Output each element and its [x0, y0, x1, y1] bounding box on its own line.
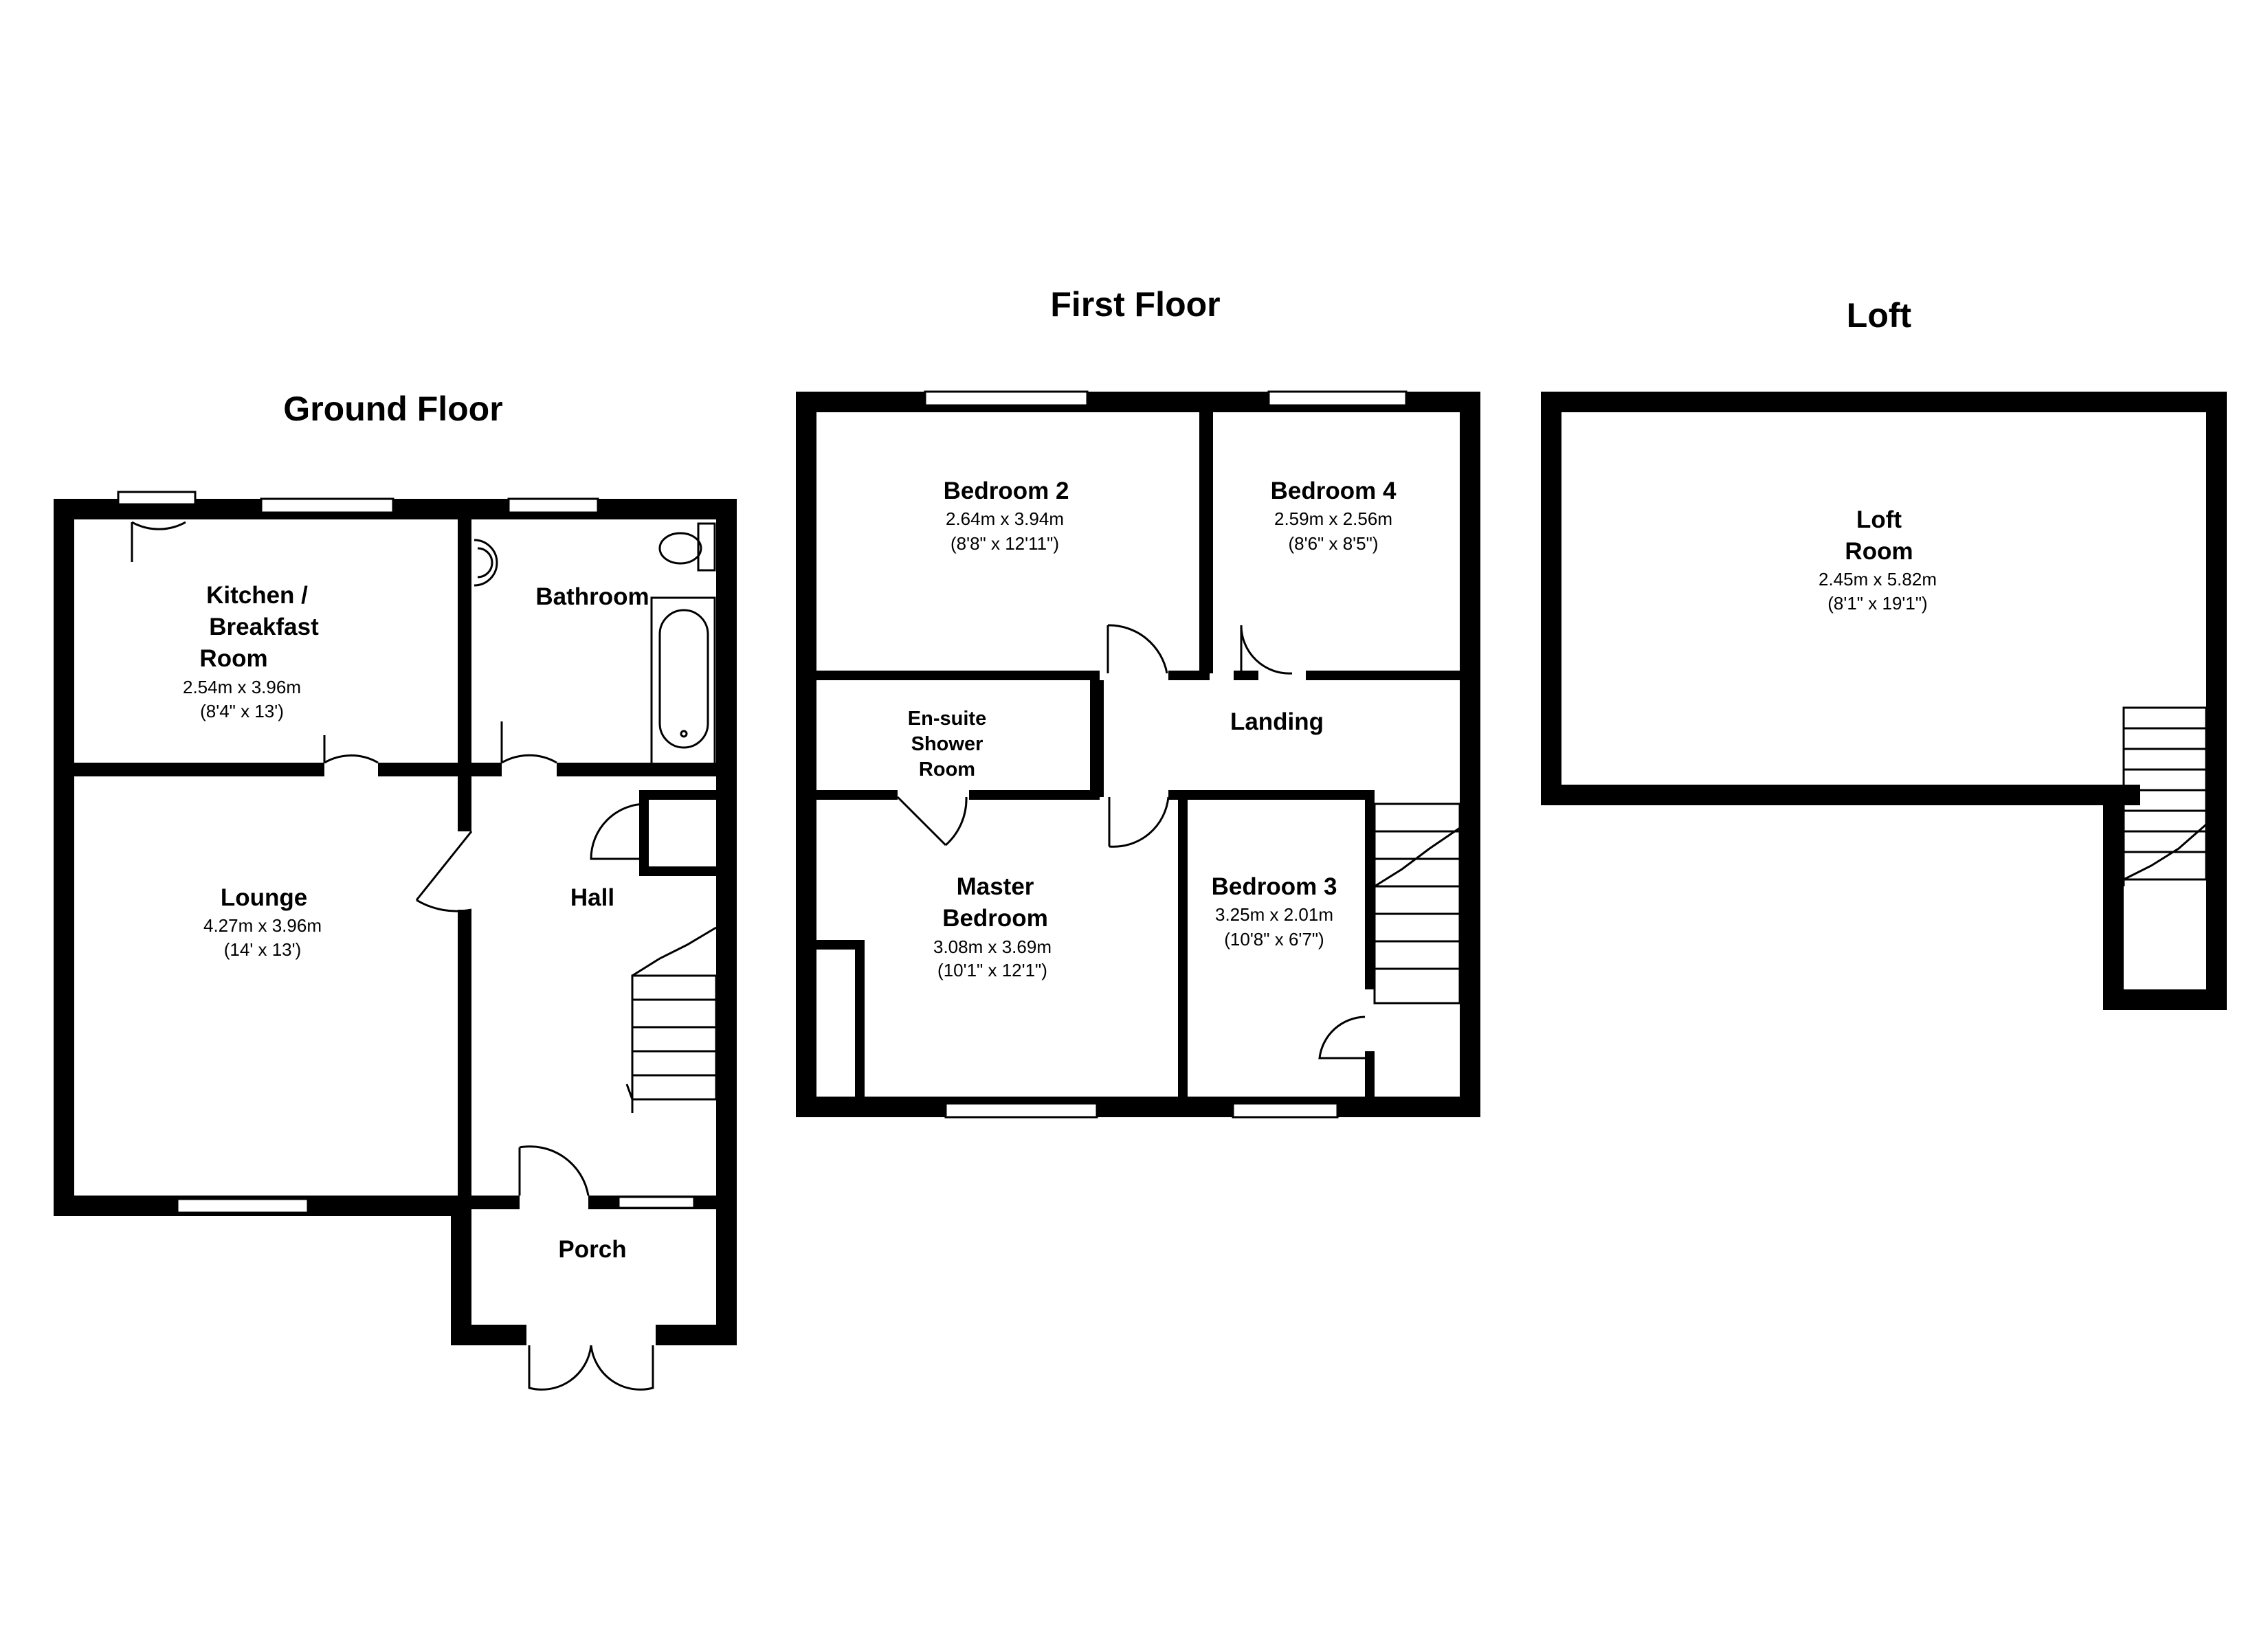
window [944, 1102, 1098, 1119]
lounge-door [415, 831, 473, 912]
bathroom-door [500, 721, 557, 764]
loft-title: Loft [1847, 296, 1912, 335]
bathtub [650, 596, 716, 765]
room-name-kitchen: Kitchen / [206, 582, 308, 609]
room-name-lounge: Lounge [221, 884, 307, 911]
room-name-loft: Loft [1856, 506, 1902, 533]
room-dimensions-imperial-lounge: (14' x 13') [224, 939, 302, 960]
room-name-ensuite: En-suite [908, 708, 986, 730]
ground-windows [117, 491, 696, 1214]
window [924, 390, 1089, 407]
room-dimensions-master: 3.08m x 3.69m [933, 936, 1052, 957]
room-name-ensuite: Room [919, 759, 975, 781]
room-dimensions-bedroom2: 2.64m x 3.94m [946, 508, 1064, 529]
toilet [658, 532, 702, 565]
window [117, 491, 197, 506]
ground-labels: Kitchen / Breakfast Room 2.54m x 3.96m (… [183, 582, 649, 1263]
loft-walls [1541, 392, 2227, 1010]
room-dimensions-imperial-bedroom3: (10'8" x 6'7") [1224, 929, 1324, 950]
ensuite-door [896, 796, 968, 846]
room-name-loft: Room [1845, 538, 1913, 565]
cupboard-door [590, 803, 647, 860]
toilet-cistern [697, 522, 716, 572]
first-walls [796, 392, 1480, 1117]
ground-walls [54, 499, 737, 1345]
loft-floor: Loft Loft Room 2.45m x 5.82m (8'1" x [1541, 296, 2227, 1010]
window [617, 1196, 696, 1209]
window [1267, 390, 1408, 407]
first-floor-title: First Floor [1050, 285, 1220, 324]
front-door-right [590, 1345, 654, 1391]
room-dimensions-bedroom3: 3.25m x 2.01m [1215, 904, 1333, 925]
room-dimensions-imperial-loft: (8'1" x 19'1") [1827, 593, 1927, 614]
ground-floor-title: Ground Floor [283, 390, 502, 428]
room-dimensions-kitchen: 2.54m x 3.96m [183, 677, 301, 697]
loft-labels: Loft Room 2.45m x 5.82m (8'1" x 19'1") [1819, 506, 1937, 614]
loft-stairs [2122, 706, 2208, 886]
room-dimensions-imperial-bedroom4: (8'6" x 8'5") [1289, 533, 1379, 554]
room-name-bedroom2: Bedroom 2 [944, 478, 1069, 504]
bedroom2-door [1107, 624, 1168, 674]
room-name-landing: Landing [1230, 708, 1324, 735]
ground-doors [131, 521, 654, 1391]
ground-floor: Ground Floor [54, 390, 737, 1391]
room-name-kitchen: Breakfast [209, 614, 319, 640]
room-dimensions-imperial-kitchen: (8'4" x 13') [200, 701, 284, 721]
room-name-hall: Hall [570, 884, 614, 911]
room-dimensions-imperial-master: (10'1" x 12'1") [937, 960, 1047, 980]
window [507, 497, 599, 514]
kitchen-door [323, 735, 379, 764]
porch-inner-door [518, 1145, 590, 1196]
bathtub-basin [658, 609, 709, 749]
bedroom4-door [1240, 625, 1293, 675]
first-windows [924, 390, 1408, 1119]
window [1232, 1102, 1339, 1119]
room-name-master: Master [957, 873, 1034, 900]
room-dimensions-loft: 2.45m x 5.82m [1819, 569, 1937, 590]
room-dimensions-lounge: 4.27m x 3.96m [203, 915, 322, 936]
room-name-porch: Porch [558, 1236, 626, 1263]
bathroom-fixtures [474, 522, 716, 765]
first-labels: Bedroom 2 2.64m x 3.94m (8'8" x 12'11") … [908, 478, 1397, 980]
first-doors [860, 624, 1366, 1092]
room-name-bedroom3: Bedroom 3 [1212, 873, 1337, 900]
bedroom3-door [1318, 1016, 1366, 1059]
first-stairs [1373, 803, 1461, 1005]
room-dimensions-imperial-bedroom2: (8'8" x 12'11") [950, 533, 1059, 554]
first-floor: First Floor [796, 285, 1480, 1119]
room-name-ensuite: Shower [911, 733, 983, 755]
back-door [131, 521, 186, 562]
ground-stairs [625, 926, 718, 1113]
master-door [1108, 796, 1170, 848]
window [260, 497, 394, 514]
sink [474, 539, 498, 587]
window [176, 1198, 309, 1214]
room-name-master: Bedroom [942, 905, 1048, 932]
room-name-bedroom4: Bedroom 4 [1271, 478, 1397, 504]
front-door-left [528, 1345, 592, 1391]
room-name-kitchen: Room [199, 645, 267, 672]
room-dimensions-bedroom4: 2.59m x 2.56m [1274, 508, 1392, 529]
room-name-bathroom: Bathroom [535, 583, 649, 610]
